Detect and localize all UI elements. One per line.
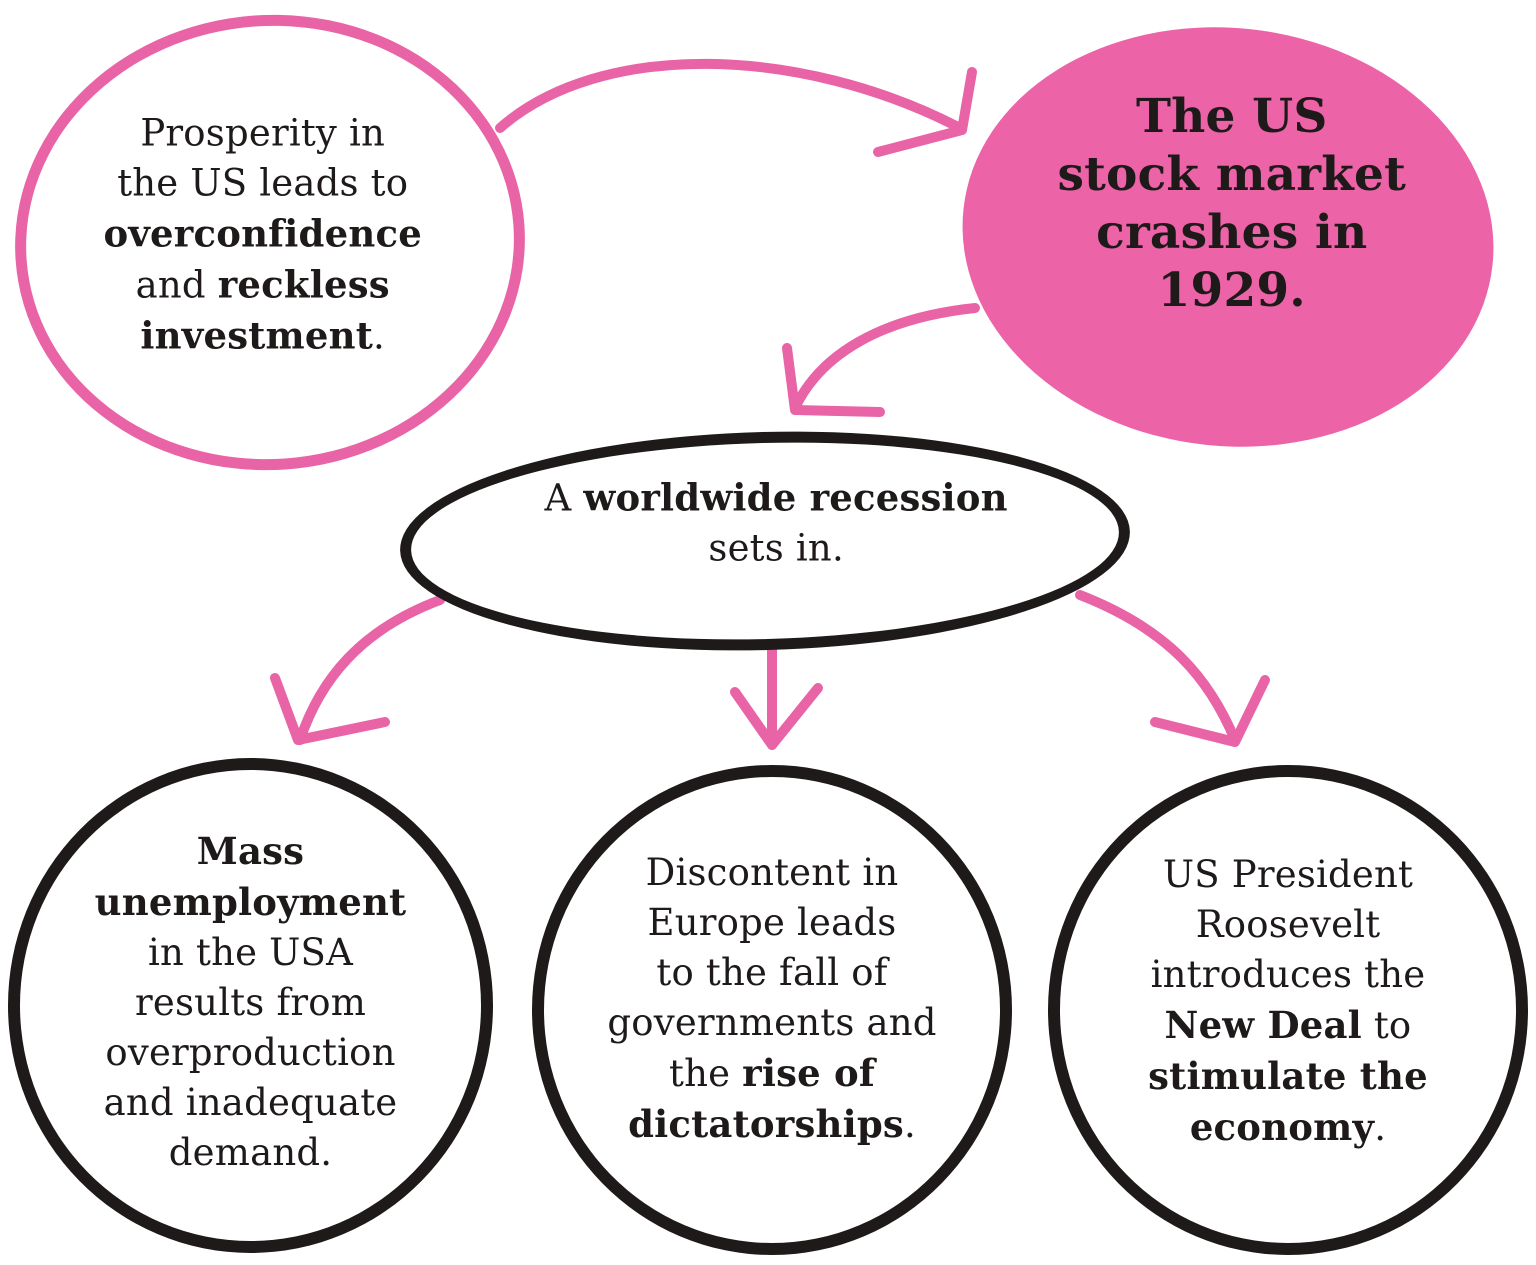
line: the US leads to [116,161,408,205]
line-part: to [1361,1003,1412,1047]
arrow-crash-to-recession [790,303,980,413]
line: Europe leads [647,901,897,944]
arrow-prosperity-to-crash [495,58,965,133]
line-part: A [544,476,584,520]
line-part: . [1374,1105,1387,1149]
line: governments and [607,1001,937,1044]
line: Prosperity in [140,111,385,155]
line: to the fall of [656,951,888,994]
node-discontent-text: Discontent in Europe leads to the fall o… [607,848,936,1150]
emphasis: unemployment [94,879,407,924]
node-discontent-europe: Discontent in Europe leads to the fall o… [532,765,1012,1255]
node-newdeal-text: US President Roosevelt introduces the Ne… [1148,850,1428,1153]
line: demand. [168,1130,333,1174]
line: in the USA [147,930,354,974]
line: The US [1135,89,1328,145]
line: overproduction [105,1030,396,1074]
line: sets in. [708,526,845,570]
emphasis: overconfidence [103,211,422,256]
line: introduces the [1150,952,1426,996]
node-prosperity-text: Prosperity in the US leads to overconfid… [103,109,421,362]
line: and inadequate [103,1080,398,1124]
line: US President [1162,852,1414,896]
arrow-recession-to-newdeal [1075,590,1240,745]
emphasis: investment [140,313,373,358]
arrowhead-prosperity-to-crash [873,67,977,157]
line: stock market [1057,147,1406,203]
node-crash-text: The US stock market crashes in 1929. [1057,88,1406,320]
emphasis: Mass [196,828,305,873]
line: Roosevelt [1195,902,1381,946]
node-new-deal: US President Roosevelt introduces the Ne… [1048,765,1528,1255]
line-part: . [372,314,385,358]
arrowhead-recession-to-unemployment [270,673,390,745]
arrowhead-recession-to-newdeal [1150,675,1270,747]
emphasis: New Deal [1164,1002,1362,1047]
arrowhead-crash-to-recession [782,343,885,417]
line: 1929. [1157,263,1306,319]
emphasis: rise of [742,1051,875,1095]
line: Discontent in [645,851,899,894]
line-part: and [135,263,218,307]
arrow-recession-to-unemployment [295,595,445,745]
line: results from [135,980,366,1024]
node-unemployment-text: Mass unemployment in the USA results fro… [95,826,407,1178]
line-part: . [903,1103,916,1146]
node-mass-unemployment: Mass unemployment in the USA results fro… [8,758,493,1253]
emphasis: dictatorships [628,1102,904,1146]
emphasis: economy [1189,1104,1375,1149]
line-part: the [669,1052,743,1095]
emphasis: stimulate the [1148,1053,1428,1098]
line: crashes in [1095,205,1368,261]
emphasis: reckless [217,262,390,307]
node-recession-text: A worldwide recession sets in. [545,472,1008,573]
arrowhead-recession-to-discontent [730,683,823,750]
emphasis: worldwide recession [583,475,1009,520]
